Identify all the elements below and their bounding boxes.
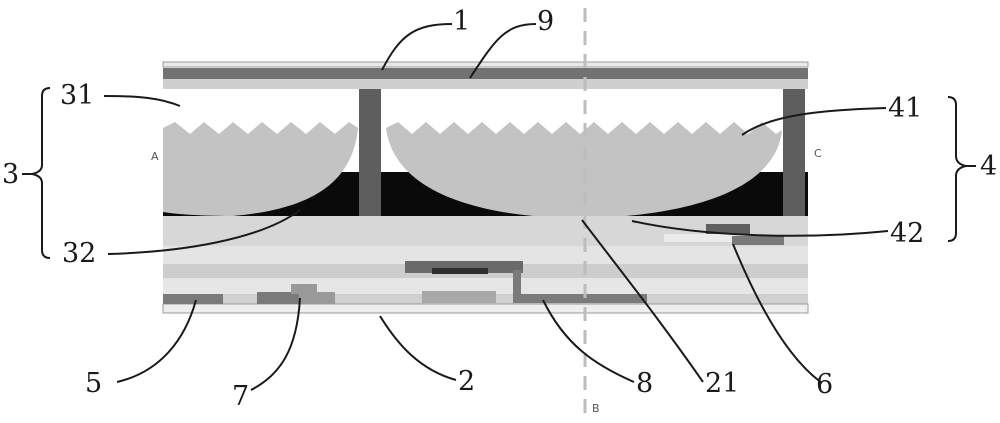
label-5: 5 bbox=[85, 368, 102, 399]
label-7: 7 bbox=[232, 381, 249, 412]
label-1: 1 bbox=[453, 6, 470, 37]
brace-right-4 bbox=[948, 97, 966, 241]
central-transistor bbox=[405, 261, 523, 274]
label-21: 21 bbox=[705, 368, 739, 399]
spacer-left bbox=[359, 89, 381, 216]
top-substrate bbox=[163, 62, 808, 89]
label-6: 6 bbox=[816, 369, 833, 400]
electrode-5 bbox=[163, 294, 223, 304]
spacer-right bbox=[783, 89, 805, 216]
label-2: 2 bbox=[458, 366, 475, 397]
marker-b: B bbox=[592, 402, 600, 415]
marker-c: C bbox=[814, 147, 822, 160]
label-41: 41 bbox=[888, 93, 922, 124]
marker-a: A bbox=[151, 150, 159, 163]
label-3: 3 bbox=[2, 159, 19, 190]
label-42: 42 bbox=[890, 218, 924, 249]
brace-left-3 bbox=[32, 88, 50, 258]
leader-2 bbox=[380, 316, 456, 380]
label-4: 4 bbox=[980, 151, 997, 182]
upper-cavity bbox=[163, 89, 808, 127]
label-31: 31 bbox=[60, 80, 94, 111]
label-9: 9 bbox=[537, 6, 554, 37]
label-8: 8 bbox=[636, 368, 653, 399]
label-32: 32 bbox=[62, 238, 96, 269]
